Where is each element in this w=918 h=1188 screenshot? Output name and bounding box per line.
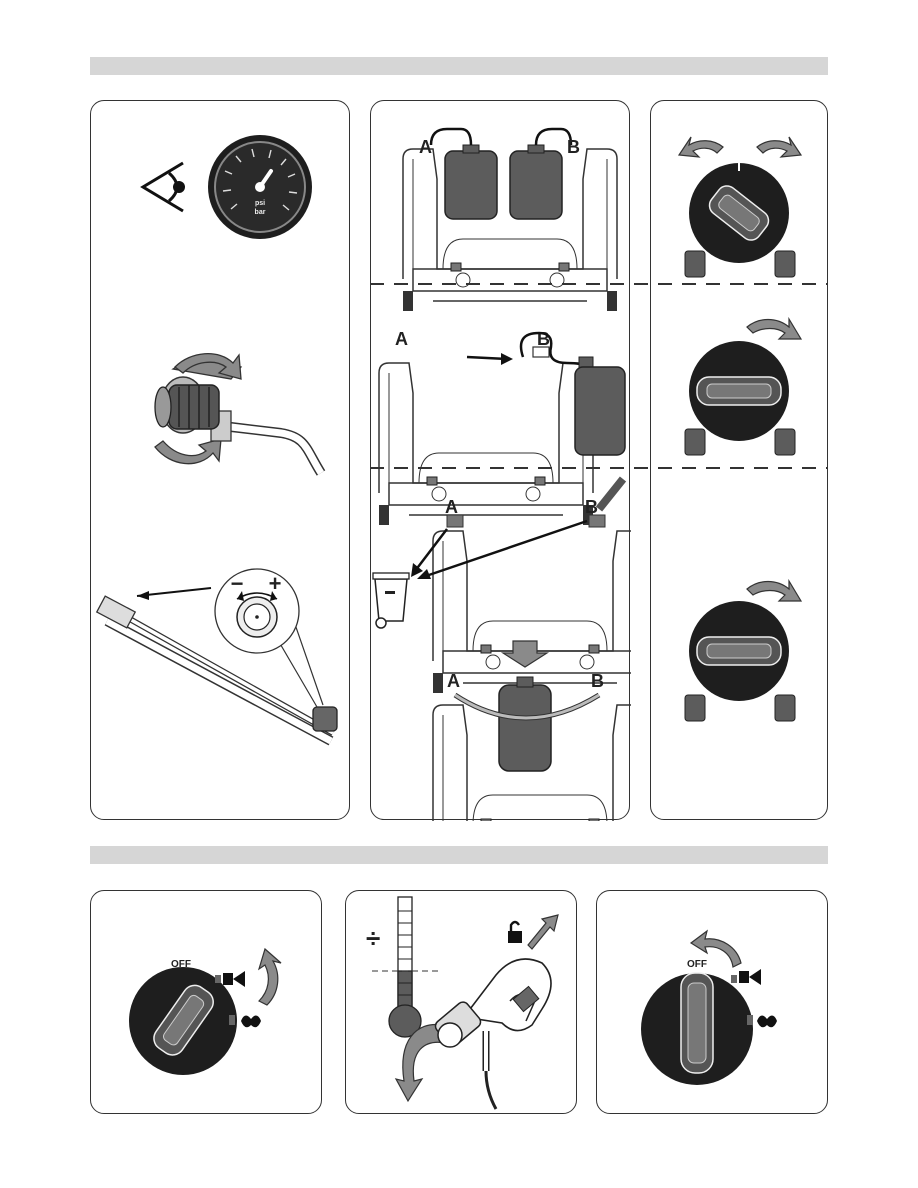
gauge-unit-psi: psi bbox=[255, 200, 265, 207]
tank-icon bbox=[685, 251, 705, 277]
spray-gun-icon bbox=[433, 959, 551, 1109]
burner-flame-icon bbox=[757, 1015, 777, 1027]
section-bar-top bbox=[90, 57, 828, 75]
panel-detergent-tanks: A B A B A B A B bbox=[370, 100, 630, 820]
pressure-gauge-icon bbox=[208, 135, 312, 239]
dashed-separator-2 bbox=[370, 464, 828, 472]
rotate-arrow-right bbox=[757, 137, 801, 157]
burner-flame-icon bbox=[241, 1015, 261, 1027]
panel-switch-off: OFF bbox=[596, 890, 828, 1114]
hose-label-a-2: A bbox=[395, 329, 408, 349]
spray-direction-arrow bbox=[528, 915, 558, 949]
switch-off-label: OFF bbox=[171, 959, 191, 970]
panel-pressure-check: psi bar − + bbox=[90, 100, 350, 820]
detergent-icon bbox=[223, 971, 245, 987]
selector-dial-3 bbox=[689, 601, 789, 701]
hose-label-b-3: B bbox=[585, 497, 598, 517]
selector-dial-icon bbox=[689, 161, 789, 263]
dashed-separator-1 bbox=[370, 280, 828, 288]
rotate-arrow-left bbox=[679, 137, 723, 157]
hose-label-a-1: A bbox=[419, 137, 432, 157]
rotate-arrow-bottom bbox=[155, 439, 221, 464]
detergent-icon bbox=[739, 969, 761, 985]
selector-dial-icon bbox=[129, 967, 237, 1075]
hose-label-a-3: A bbox=[445, 497, 458, 517]
thermometer-icon bbox=[389, 897, 421, 1037]
eye-icon bbox=[143, 163, 185, 211]
pressure-adjuster-dial bbox=[237, 591, 277, 637]
selector-dial-2 bbox=[687, 341, 789, 441]
panel-dial-positions bbox=[650, 100, 828, 820]
panel-switch-detergent: OFF bbox=[90, 890, 322, 1114]
hose-label-b-4: B bbox=[591, 671, 604, 691]
tank-icon bbox=[445, 151, 497, 219]
switch-off-label: OFF bbox=[687, 959, 707, 970]
panel-temperature-gun: ÷ bbox=[345, 890, 577, 1114]
hose-label-a-4: A bbox=[447, 671, 460, 691]
adjuster-minus: − bbox=[231, 571, 244, 596]
gauge-unit-bar: bar bbox=[255, 209, 266, 216]
selector-dial-icon bbox=[641, 973, 753, 1085]
rotate-arrow-icon bbox=[259, 949, 281, 1005]
waste-bin-icon bbox=[373, 573, 409, 628]
adjuster-plus: + bbox=[269, 571, 282, 596]
section-bar-bottom bbox=[90, 846, 828, 864]
hose-label-b-1: B bbox=[567, 137, 580, 157]
divide-symbol: ÷ bbox=[366, 923, 380, 953]
unlock-icon bbox=[508, 922, 522, 943]
